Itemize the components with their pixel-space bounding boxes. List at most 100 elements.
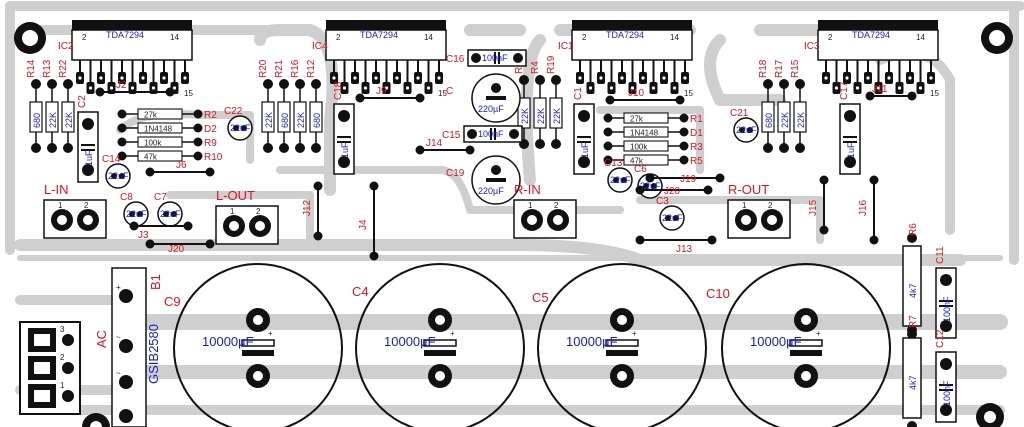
jumper-ref: J6 xyxy=(176,160,187,171)
ic-pin-first: 2 xyxy=(82,33,87,42)
resistor-value: 22K xyxy=(552,108,562,124)
connector-pin2: 2 xyxy=(84,201,89,210)
stack-ref: R1 xyxy=(690,114,703,125)
big-cap-ref: C4 xyxy=(352,284,369,299)
elec-cap-ref: C8 xyxy=(120,192,133,203)
film-cap-ref: C11 xyxy=(935,246,946,264)
elec-cap-value: 22uF xyxy=(736,125,757,135)
stack-value: 27k xyxy=(630,115,644,124)
jumper-ref: J14 xyxy=(426,138,443,149)
jumper-j19: J19 xyxy=(645,173,725,185)
power-resistor-ref: R6 xyxy=(908,223,919,236)
film-cap-value: 1uF xyxy=(846,142,856,158)
resistor-ref: R18 xyxy=(758,59,769,78)
resistor-r21: 680 R21 xyxy=(274,59,291,153)
film-cap-ref: C18 xyxy=(333,81,344,100)
jumper-j9: J9 xyxy=(355,86,425,103)
big-cap-plus: + xyxy=(268,329,273,338)
mid-cap-value: 220µF xyxy=(478,104,504,114)
connector-pin1: 1 xyxy=(58,201,63,210)
jumper-j20: J20 xyxy=(635,185,713,197)
jumper-ref: J10 xyxy=(628,88,645,99)
resistor-ref: R14 xyxy=(26,59,37,78)
jumper-j6: J6 xyxy=(145,160,215,177)
connector-ref: L-OUT xyxy=(216,188,255,203)
resistor-ref: R21 xyxy=(274,59,285,78)
elec-cap-c14: 22uF C14 xyxy=(102,154,131,189)
ic-pin-end: 15 xyxy=(684,89,693,98)
big-cap-plus: + xyxy=(816,329,821,338)
jumper-j2: J2 xyxy=(95,80,175,97)
elec-cap-ref: C6 xyxy=(634,164,647,175)
ic-pin-end: 15 xyxy=(184,89,193,98)
resistor-r4: 22K R4 xyxy=(530,61,547,149)
film-cap-value: 100nF xyxy=(482,53,508,63)
jumper-j11: J11 xyxy=(865,84,917,101)
power-resistor-value: 4k7 xyxy=(908,283,918,298)
jumper-j20: J20 xyxy=(145,239,215,255)
ac-terminal: 3 2 1 AC xyxy=(19,321,109,415)
stack-ref: R2 xyxy=(204,110,217,121)
mid-cap-value: 220µF xyxy=(478,186,504,196)
stack-value: 47k xyxy=(630,157,644,166)
jumper-j15: J15 xyxy=(808,175,829,235)
resistor-value: 22K xyxy=(48,112,58,128)
jumper-ref: J19 xyxy=(680,174,697,185)
stack-value: 27k xyxy=(144,111,158,120)
ic-pin-last: 14 xyxy=(916,33,925,42)
elec-cap-value: 22uF xyxy=(160,209,181,219)
ic-pin-last: 14 xyxy=(170,33,179,42)
elec-cap-ref: C22 xyxy=(224,106,243,117)
mounting-hole-bottom-left xyxy=(82,413,110,427)
film-cap-value: 100nF xyxy=(478,129,504,139)
resistor-value: 22K xyxy=(536,108,546,124)
resistor-layer: 680R1422KR1322KR2222KR20680R2122KR16680R… xyxy=(26,55,807,153)
big-cap-plus: + xyxy=(450,329,455,338)
resistor-ref: R4 xyxy=(530,61,541,74)
jumper-j10: J10 xyxy=(605,88,685,105)
stack-value: 1N4148 xyxy=(144,125,173,134)
svg-text:+: + xyxy=(116,283,121,292)
stack-value: 47k xyxy=(144,153,158,162)
ic-ref: IC4 xyxy=(312,41,328,52)
big-cap-value: 10000µF xyxy=(384,334,436,349)
ic-ref: IC2 xyxy=(58,41,74,52)
big-cap-plus: + xyxy=(632,329,637,338)
elec-cap-value: 22uF xyxy=(108,171,129,181)
resistor-value: 680 xyxy=(280,113,290,128)
jumper-ref: J12 xyxy=(302,199,313,216)
elec-cap-ref: C14 xyxy=(102,154,121,165)
film-cap-ref: C16 xyxy=(446,54,465,65)
ic-ref: IC1 xyxy=(558,41,574,52)
ic-pin-first: 2 xyxy=(336,33,341,42)
resistor-value: 680 xyxy=(32,113,42,128)
svg-text:~: ~ xyxy=(116,369,121,378)
resistor-value: 22K xyxy=(264,112,274,128)
ac-pin-1: 1 xyxy=(60,381,65,390)
resistor-r14: 680 R14 xyxy=(26,59,43,153)
stack-value: 100k xyxy=(144,139,162,148)
big-cap-value: 10000µF xyxy=(202,334,254,349)
film-cap-ref: C2 xyxy=(77,95,88,108)
film-cap-ref: C1 xyxy=(573,87,584,100)
